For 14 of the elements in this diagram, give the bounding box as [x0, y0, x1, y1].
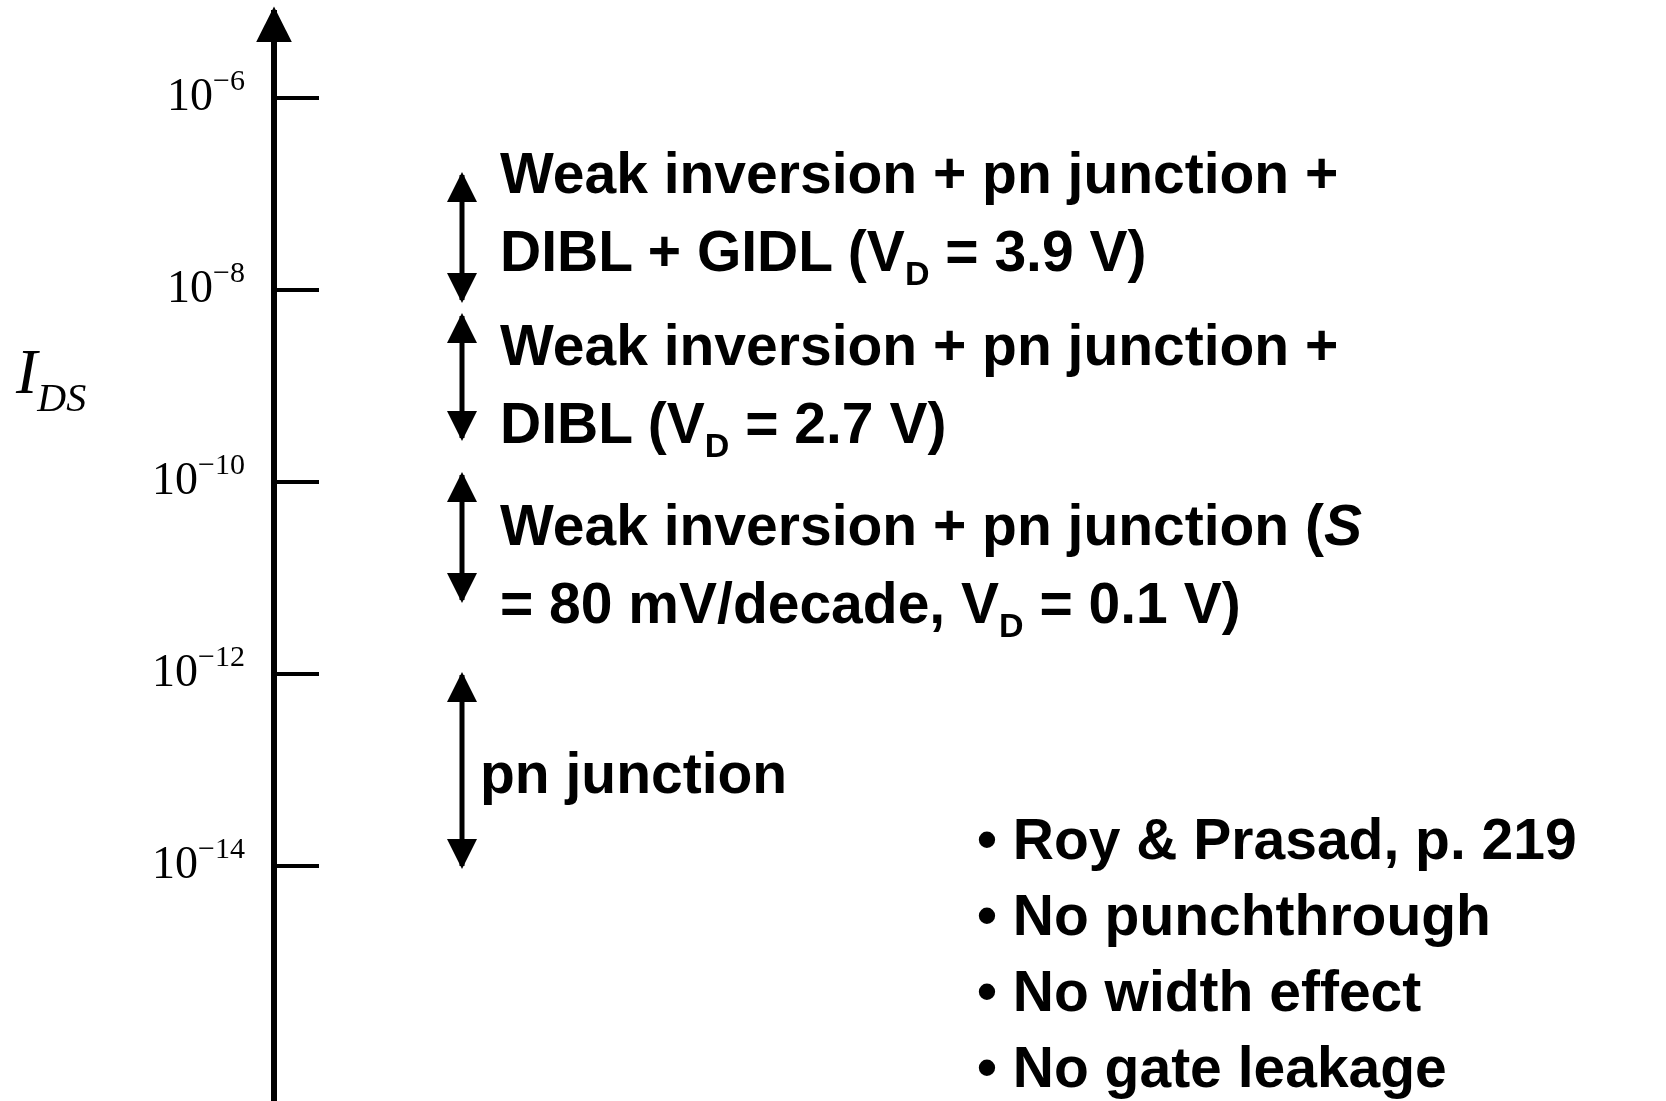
range-description: Weak inversion + pn junction + DIBL + GIDL (V$_{D}$ = 3.9 V) — [500, 140, 1340, 294]
range-description: Weak inversion + pn junction (S = 80 mV/decade, V$_{D}$ = 0.1 V) — [500, 492, 1364, 646]
tick-label: 10$^{−6}$ — [166, 68, 245, 121]
tick-label: 10$^{−10}$ — [151, 452, 245, 505]
axis-title: I$_{DS}$ — [16, 335, 87, 409]
tick-label: 10$^{−8}$ — [166, 260, 245, 313]
tick-label: 10$^{−14}$ — [151, 836, 245, 889]
range-description: Weak inversion + pn junction + DIBL (V$_{D}$ = 2.7 V) — [500, 312, 1340, 466]
note-text: • No width effect — [977, 958, 1422, 1025]
note-text: • No punchthrough — [977, 882, 1491, 949]
range-description: pn junction — [480, 740, 789, 807]
note-text: • Roy & Prasad, p. 219 — [977, 806, 1577, 873]
tick-label: 10$^{−12}$ — [151, 644, 245, 697]
note-text: • No gate leakage — [977, 1034, 1447, 1101]
